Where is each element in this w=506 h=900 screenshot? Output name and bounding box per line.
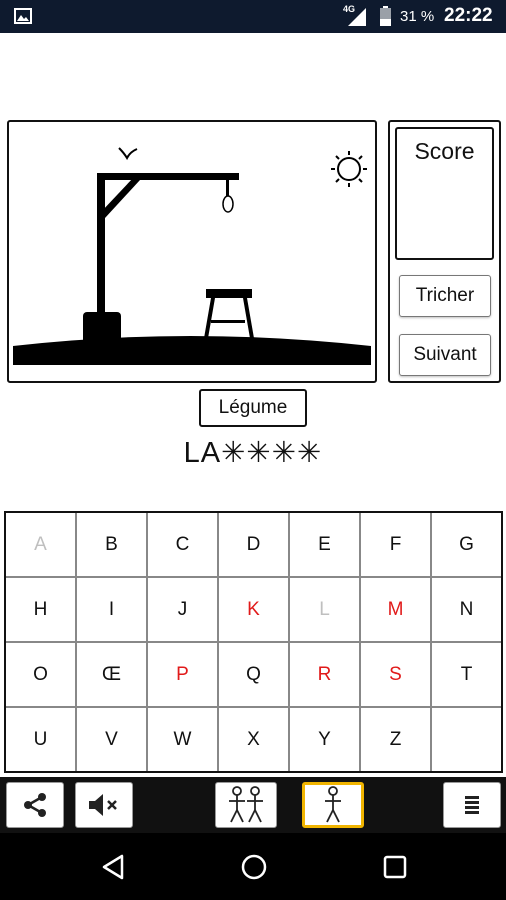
mute-icon — [89, 794, 117, 816]
share-button[interactable] — [6, 782, 64, 828]
key-e[interactable]: E — [290, 513, 359, 576]
key-q[interactable]: Q — [219, 643, 288, 706]
battery-percent: 31 % — [400, 8, 435, 25]
clock: 22:22 — [444, 5, 493, 26]
key-t[interactable]: T — [432, 643, 501, 706]
key-a[interactable]: A — [6, 513, 75, 576]
key-m[interactable]: M — [361, 578, 430, 641]
key-i[interactable]: I — [77, 578, 146, 641]
key-p[interactable]: P — [148, 643, 217, 706]
status-bar: 4G 31 % 22:22 — [0, 0, 506, 33]
key-n[interactable]: N — [432, 578, 501, 641]
two-players-icon — [229, 786, 263, 823]
word-display: LA✳✳✳✳ — [183, 437, 323, 469]
ground — [13, 336, 371, 365]
key-u[interactable]: U — [6, 708, 75, 771]
key-w[interactable]: W — [148, 708, 217, 771]
key-o[interactable]: O — [6, 643, 75, 706]
one-player-icon — [325, 786, 341, 823]
key-j[interactable]: J — [148, 578, 217, 641]
back-icon[interactable] — [100, 853, 126, 881]
key-œ[interactable]: Œ — [77, 643, 146, 706]
noose — [222, 195, 234, 213]
key-d[interactable]: D — [219, 513, 288, 576]
score-box: Score — [395, 127, 494, 260]
key-h[interactable]: H — [6, 578, 75, 641]
two-players-button[interactable] — [215, 782, 277, 828]
navigation-bar — [0, 833, 506, 900]
side-panel: Score Tricher Suivant — [388, 120, 501, 383]
empty-key — [432, 708, 501, 771]
key-f[interactable]: F — [361, 513, 430, 576]
recent-apps-icon[interactable] — [382, 854, 408, 880]
next-button[interactable]: Suivant — [399, 334, 491, 376]
stool — [203, 289, 255, 344]
cheat-button[interactable]: Tricher — [399, 275, 491, 317]
battery-icon — [380, 6, 391, 26]
key-c[interactable]: C — [148, 513, 217, 576]
key-g[interactable]: G — [432, 513, 501, 576]
one-player-button[interactable] — [302, 782, 364, 828]
menu-button[interactable] — [443, 782, 501, 828]
menu-icon — [465, 796, 479, 814]
network-type-label: 4G — [343, 4, 356, 14]
category-label: Légume — [199, 389, 307, 427]
bird-icon — [118, 147, 138, 161]
image-notification-icon — [14, 8, 32, 24]
key-l[interactable]: L — [290, 578, 359, 641]
sun-icon — [331, 151, 367, 187]
home-icon[interactable] — [240, 853, 268, 881]
key-k[interactable]: K — [219, 578, 288, 641]
bottom-toolbar — [0, 777, 506, 833]
key-b[interactable]: B — [77, 513, 146, 576]
key-z[interactable]: Z — [361, 708, 430, 771]
key-x[interactable]: X — [219, 708, 288, 771]
key-s[interactable]: S — [361, 643, 430, 706]
hangman-scene — [7, 120, 377, 383]
mute-button[interactable] — [75, 782, 133, 828]
key-y[interactable]: Y — [290, 708, 359, 771]
gallows-drawing — [13, 147, 371, 365]
share-icon — [24, 793, 46, 817]
score-title: Score — [414, 138, 475, 164]
signal-icon — [348, 8, 366, 26]
key-v[interactable]: V — [77, 708, 146, 771]
key-r[interactable]: R — [290, 643, 359, 706]
